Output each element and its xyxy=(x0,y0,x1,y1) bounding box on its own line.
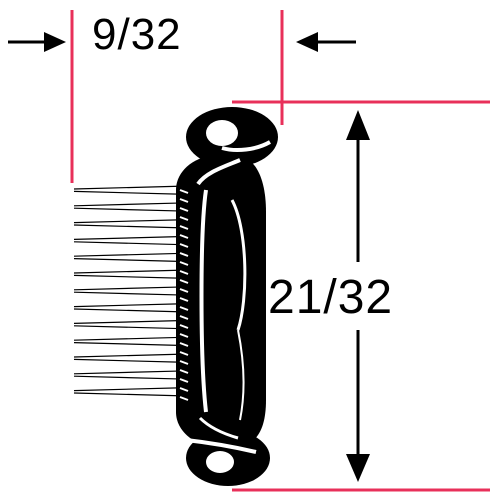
bristle-strand xyxy=(73,387,189,392)
weatherstrip-profile xyxy=(176,107,278,486)
stitch-mark xyxy=(179,297,189,302)
stitch-mark xyxy=(179,360,189,365)
bristle-strand xyxy=(73,392,189,397)
stitch-mark xyxy=(179,243,189,248)
stitch-mark xyxy=(179,207,189,212)
width-dimension-label: 9/32 xyxy=(92,10,182,59)
bristle-strand xyxy=(73,358,189,363)
bristle-strand xyxy=(73,336,189,341)
stitch-mark xyxy=(179,396,189,401)
bristle-pile xyxy=(73,185,189,397)
height-arrow-top-head xyxy=(346,110,370,140)
stitch-mark xyxy=(179,387,189,392)
stitch-mark xyxy=(179,324,189,329)
bristle-strand xyxy=(73,274,189,279)
stitch-mark xyxy=(179,369,189,374)
bristle-strand xyxy=(73,235,189,240)
bristle-strand xyxy=(73,325,189,330)
bristle-strand xyxy=(73,353,189,358)
stitch-mark xyxy=(179,279,189,284)
bristle-strand xyxy=(73,219,189,224)
height-dimension-arrow xyxy=(346,110,370,482)
height-arrow-bottom-head xyxy=(346,454,370,482)
profile-inner-highlight-right xyxy=(230,199,247,331)
profile-inner-highlight-lower xyxy=(237,329,245,421)
bristle-strand xyxy=(73,375,189,380)
stitch-mark xyxy=(179,189,189,194)
bristle-strand xyxy=(73,190,189,195)
profile-spine xyxy=(176,156,266,446)
bristle-strand xyxy=(73,291,189,296)
profile-top-hook xyxy=(221,140,271,152)
stitch-mark xyxy=(179,306,189,311)
stitch-mark xyxy=(179,225,189,230)
bristle-strand xyxy=(73,308,189,313)
stitch-mark xyxy=(179,315,189,320)
profile-bottom-hook xyxy=(185,438,257,454)
profile-inner-highlight-left xyxy=(199,189,208,413)
profile-bottom-bulb-hole xyxy=(206,451,234,473)
stitch-mark xyxy=(179,333,189,338)
profile-top-bulb-hole xyxy=(206,120,238,146)
stitch-mark xyxy=(179,198,189,203)
stitch-mark xyxy=(179,342,189,347)
width-arrow-left-head xyxy=(44,32,66,52)
bristle-strand xyxy=(73,185,189,190)
stitch-mark xyxy=(179,252,189,257)
bristle-strand xyxy=(73,241,189,246)
bristle-strand xyxy=(73,207,189,212)
bristle-strand xyxy=(73,202,189,207)
bristle-strand xyxy=(73,258,189,263)
width-dimension-arrows xyxy=(8,32,356,52)
profile-bottom-neck xyxy=(198,416,239,440)
bristle-strand xyxy=(73,303,189,308)
width-arrow-right-head xyxy=(296,32,318,52)
stitch-mark xyxy=(179,270,189,275)
stitch-mark xyxy=(179,234,189,239)
stitch-mark xyxy=(179,351,189,356)
bristle-strand xyxy=(73,319,189,324)
bristle-strand xyxy=(73,370,189,375)
profile-top-neck xyxy=(196,158,241,186)
bristle-strand xyxy=(73,224,189,229)
profile-stitch-marks xyxy=(179,189,189,401)
bristle-strand xyxy=(73,342,189,347)
height-dimension-label: 21/32 xyxy=(268,271,394,324)
stitch-mark xyxy=(179,261,189,266)
stitch-mark xyxy=(179,216,189,221)
bristle-strand xyxy=(73,252,189,257)
bristle-strand xyxy=(73,286,189,291)
stitch-mark xyxy=(179,378,189,383)
stitch-mark xyxy=(179,288,189,293)
bristle-strand xyxy=(73,269,189,274)
extension-lines xyxy=(70,10,490,492)
